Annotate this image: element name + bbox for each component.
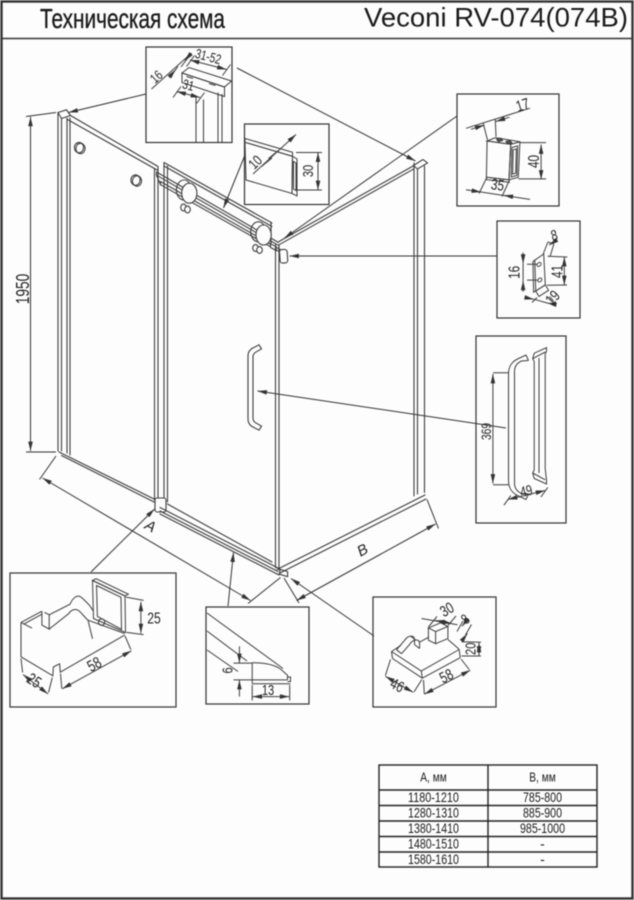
svg-text:13: 13 — [262, 683, 274, 699]
svg-text:369: 369 — [479, 423, 494, 440]
svg-text:16: 16 — [507, 266, 524, 279]
svg-text:8: 8 — [549, 227, 559, 245]
svg-text:31-52: 31-52 — [194, 46, 223, 67]
svg-text:1180-1210: 1180-1210 — [408, 789, 459, 805]
svg-text:49: 49 — [519, 483, 535, 502]
svg-text:20: 20 — [464, 643, 480, 655]
svg-text:58: 58 — [85, 654, 105, 675]
svg-text:-: - — [540, 851, 545, 867]
svg-text:Техническая схема: Техническая схема — [40, 3, 225, 34]
svg-text:30: 30 — [301, 165, 317, 177]
svg-text:25: 25 — [147, 611, 161, 628]
svg-text:1480-1510: 1480-1510 — [408, 836, 459, 852]
svg-text:B: B — [354, 541, 371, 561]
svg-text:А, мм: А, мм — [420, 770, 447, 785]
svg-text:В, мм: В, мм — [529, 770, 556, 785]
svg-text:1380-1410: 1380-1410 — [408, 820, 459, 836]
svg-text:Veconi RV-074(074B): Veconi RV-074(074B) — [364, 3, 628, 33]
svg-text:16: 16 — [147, 67, 166, 86]
svg-text:1280-1310: 1280-1310 — [408, 805, 459, 821]
svg-text:885-900: 885-900 — [523, 805, 562, 821]
svg-text:35: 35 — [490, 176, 505, 195]
svg-text:41: 41 — [550, 265, 567, 278]
svg-text:40: 40 — [526, 155, 543, 168]
svg-text:31: 31 — [181, 76, 196, 93]
svg-text:785-800: 785-800 — [523, 789, 562, 805]
svg-text:10: 10 — [246, 153, 266, 173]
svg-text:6: 6 — [220, 667, 236, 673]
svg-text:-: - — [540, 836, 545, 852]
svg-text:985-1000: 985-1000 — [520, 820, 565, 836]
svg-text:58: 58 — [437, 666, 456, 687]
svg-text:19: 19 — [543, 288, 564, 309]
svg-text:1580-1610: 1580-1610 — [408, 851, 459, 867]
svg-text:17: 17 — [514, 96, 531, 116]
svg-text:1950: 1950 — [13, 274, 33, 305]
